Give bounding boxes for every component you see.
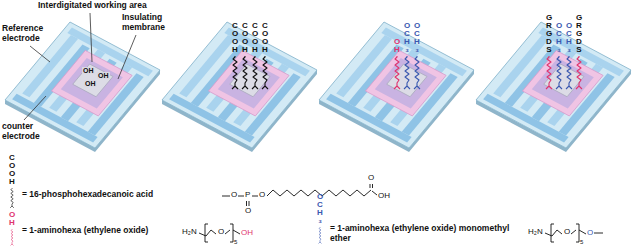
part-label: Insulating membrane (122, 13, 174, 33)
bond (233, 230, 240, 234)
bracket (230, 224, 233, 242)
structure-acid (222, 184, 377, 206)
part-label: Interdigitated working area (38, 1, 147, 11)
peg-chain (394, 56, 400, 89)
leader-line (30, 46, 50, 62)
end-group-label: COOH (231, 22, 239, 54)
end-group-label: OCH₃ (403, 22, 411, 54)
chip (162, 22, 317, 148)
mpeg-chain (414, 56, 420, 89)
end-group-label: GRGDS (575, 14, 583, 54)
bond (222, 196, 230, 197)
atom-label: H₂N (182, 228, 197, 237)
mpeg-chain (566, 56, 572, 89)
legend-symbol-label: OH (8, 211, 16, 227)
bond (249, 201, 250, 206)
legend-symbol-label: OCH₃ (316, 193, 324, 225)
legend-text: = 1-aminohexa (ethylene oxide) monomethy… (330, 224, 525, 244)
bond (246, 201, 247, 206)
bond (199, 230, 216, 236)
end-group-label: COOH (241, 22, 249, 54)
legend-sample (11, 229, 14, 246)
bond (571, 230, 576, 234)
atom-label: O (231, 191, 237, 200)
atom-label: O (259, 191, 265, 200)
bond (370, 184, 371, 188)
acid-chain (232, 56, 238, 89)
bond (252, 196, 258, 197)
leader-line (118, 35, 136, 79)
end-group-label: OCH₃ (565, 22, 573, 54)
end-group-label: COOH (261, 22, 269, 54)
repeat-count: 5 (580, 239, 583, 245)
legend-text: = 16-phosphohexadecanoic acid (22, 190, 212, 200)
acid-chain (262, 56, 268, 89)
atom-label: OH (241, 229, 253, 238)
leader-line (90, 13, 92, 62)
end-group-label: OH (84, 80, 97, 87)
bracket (205, 224, 208, 242)
bond (545, 230, 562, 236)
legend-text: = 1-aminohexa (ethylene oxide) (22, 226, 177, 236)
peptide-chain (546, 56, 552, 89)
leader-line (24, 96, 46, 120)
bond (579, 230, 586, 234)
end-group-label: GRGDS (545, 14, 553, 54)
structure-peg (199, 224, 240, 242)
end-group-label: COOH (251, 22, 259, 54)
atom-label: P (245, 191, 250, 200)
mpeg-chain (556, 56, 562, 89)
part-label: Reference electrode (2, 24, 50, 44)
bond (594, 233, 603, 234)
atom-label: H₂N (528, 228, 543, 237)
acid-chain (252, 56, 258, 89)
legend-sample (10, 188, 14, 208)
legend-sample (319, 227, 322, 244)
bond (225, 230, 230, 234)
legend-symbol-label: COOH (8, 154, 16, 186)
atom-label: O (587, 229, 593, 238)
end-group-label: OH (97, 72, 110, 79)
atom-label: OH (378, 192, 390, 201)
repeat-count: 5 (234, 239, 237, 245)
end-group-label: OCH₃ (555, 22, 563, 54)
structure-mpeg (545, 224, 603, 242)
bracket (551, 224, 554, 242)
bond (238, 196, 244, 197)
chip (319, 22, 474, 148)
atom-label: O (368, 174, 374, 183)
end-group-label: OH (393, 38, 401, 54)
end-group-label: OCH₃ (413, 22, 421, 54)
part-label: counter electrode (2, 122, 48, 142)
atom-label: O (564, 228, 570, 237)
mpeg-chain (404, 56, 410, 89)
atom-label: O (218, 228, 224, 237)
bond (372, 191, 377, 195)
bond (372, 184, 373, 188)
acid-chain (242, 56, 248, 89)
end-group-label: OH (82, 67, 95, 74)
atom-label: O (245, 207, 251, 216)
chip (476, 22, 631, 148)
peptide-chain (576, 56, 582, 89)
bracket (576, 224, 579, 242)
